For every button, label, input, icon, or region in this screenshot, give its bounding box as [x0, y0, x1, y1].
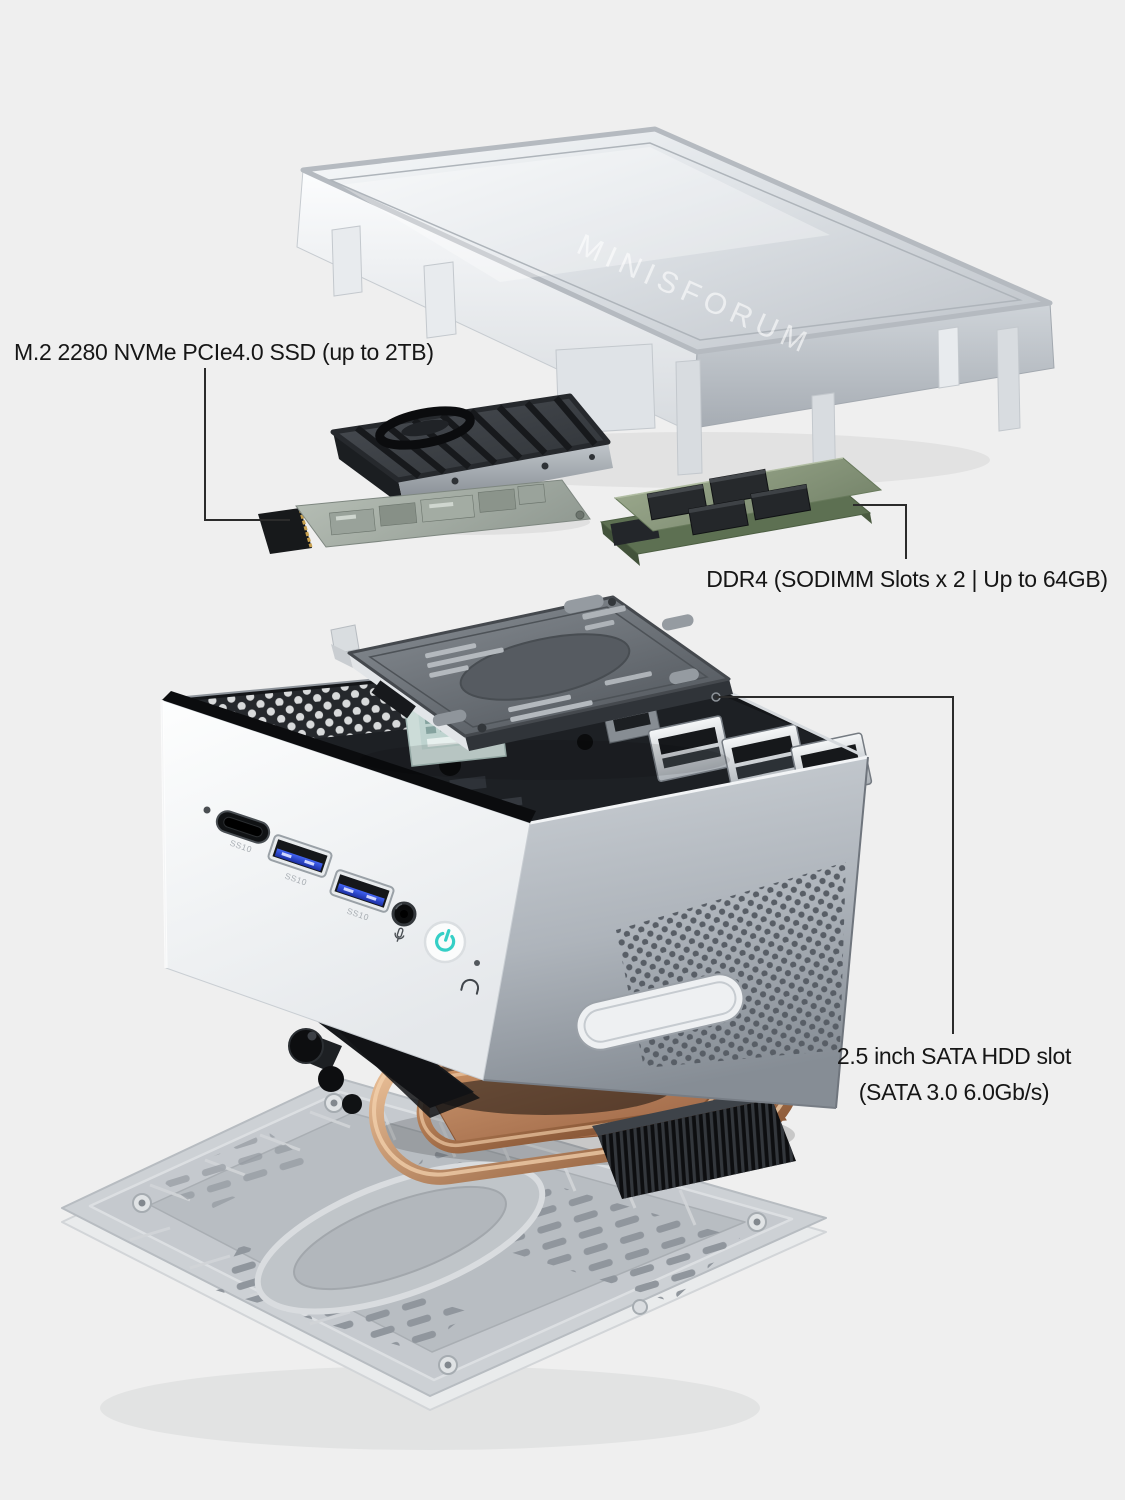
- callout-hdd-line2: (SATA 3.0 6.0Gb/s): [858, 1079, 1050, 1105]
- cover-lid-top: [300, 126, 1053, 355]
- callout-m2-ssd: M.2 2280 NVMe PCIe4.0 SSD (up to 2TB): [14, 339, 434, 365]
- leader-line-ddr4-vertical: [905, 504, 907, 559]
- hdd-drive: [330, 594, 733, 780]
- top-cover: MINISFORUM: [296, 126, 1055, 510]
- bottom-cover: [61, 1077, 827, 1450]
- leader-line-m2-horizontal: [204, 519, 290, 521]
- m2-chips: [329, 483, 546, 536]
- mic-icon: [394, 927, 405, 942]
- leader-line-hdd-horizontal: [716, 696, 954, 698]
- bottom-vent-slots: [160, 1132, 310, 1212]
- mic-pinhole: [203, 806, 211, 814]
- headphone-icon: [460, 978, 480, 995]
- ram-modules: [599, 457, 883, 566]
- power-icon: [435, 929, 456, 952]
- audio-jack: [391, 901, 417, 927]
- usb-a-port-1: [267, 834, 333, 878]
- leader-line-ddr4-horizontal: [853, 504, 907, 506]
- hdd-connector: [371, 680, 416, 719]
- usb-a-port-2: [329, 869, 395, 913]
- callout-hdd-line1: 2.5 inch SATA HDD slot: [836, 1043, 1072, 1069]
- ram-chips: [646, 468, 812, 536]
- bottom-cover-screw-posts: [132, 1093, 767, 1375]
- usb-c-port: [215, 810, 271, 844]
- handle-cutout: [575, 973, 745, 1051]
- heatsink-ring-logo: [375, 406, 475, 450]
- reset-pinhole: [474, 960, 480, 966]
- callout-hdd: 2.5 inch SATA HDD slot (SATA 3.0 6.0Gb/s…: [804, 1038, 1104, 1110]
- leader-line-hdd-vertical: [952, 696, 954, 1034]
- fin-stack: [592, 1089, 796, 1199]
- leader-line-m2-vertical: [204, 368, 206, 521]
- cover-rim-groove: [327, 142, 1023, 341]
- power-button: [423, 920, 467, 964]
- callout-ddr4: DDR4 (SODIMM Slots x 2 | Up to 64GB): [706, 566, 1108, 592]
- hdd-label-scribbles: [425, 594, 699, 727]
- m2-ssd: [258, 479, 591, 554]
